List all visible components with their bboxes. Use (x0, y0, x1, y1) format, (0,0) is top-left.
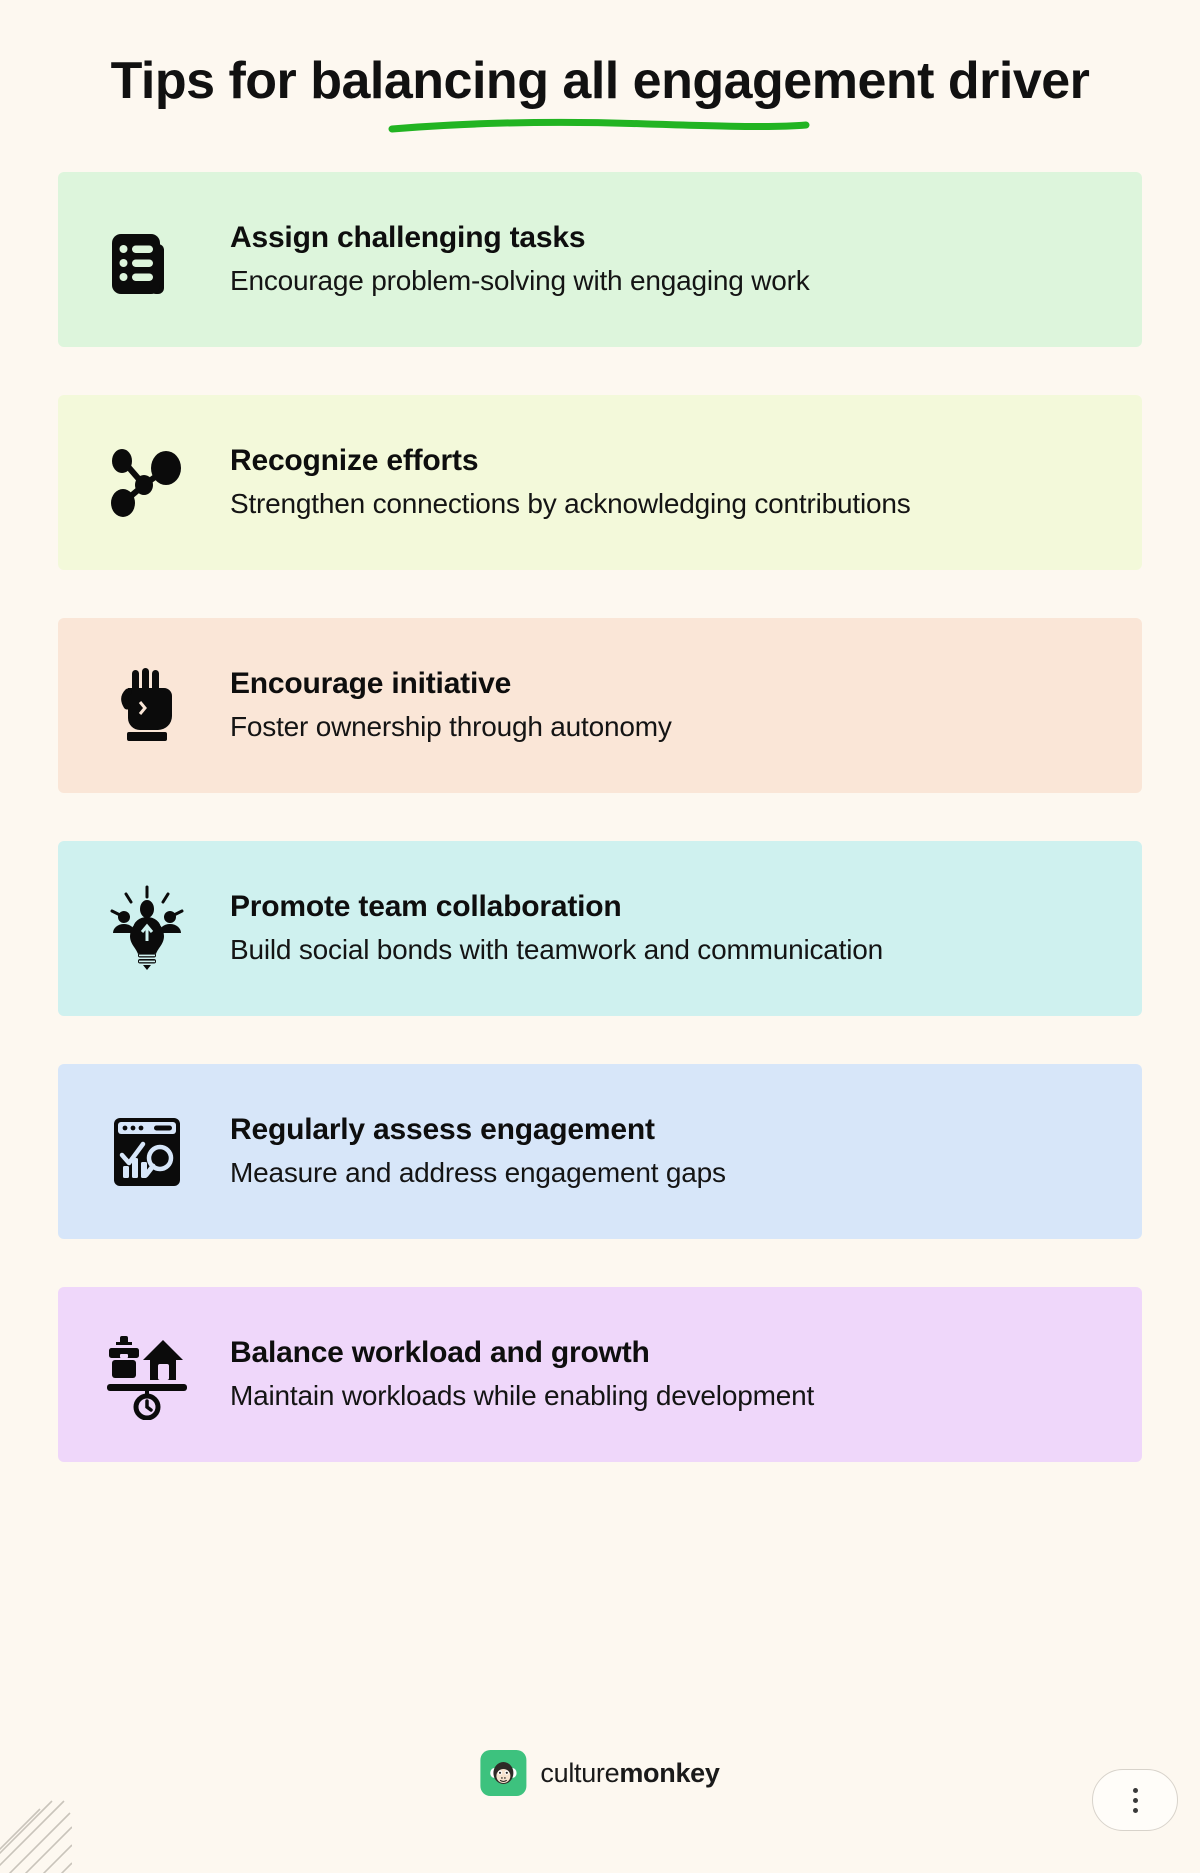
tip-card-subtitle: Foster ownership through autonomy (230, 710, 672, 742)
tip-card-subtitle: Maintain workloads while enabling develo… (230, 1379, 815, 1411)
kebab-dot (1132, 1787, 1138, 1793)
kebab-dot (1132, 1797, 1138, 1803)
tip-card-balance-workload-and-growth[interactable]: Balance workload and growth Maintain wor… (58, 1286, 1142, 1462)
header: Tips for balancing all engagement driver (0, 0, 1200, 134)
checklist-document-icon (92, 216, 202, 302)
tip-card-subtitle: Encourage problem-solving with engaging … (230, 264, 810, 296)
tip-card-regularly-assess-engagement[interactable]: Regularly assess engagement Measure and … (58, 1063, 1142, 1239)
tip-card-title: Promote team collaboration (230, 890, 622, 924)
brand-logo[interactable]: culturemonkey (480, 1750, 720, 1796)
tip-card-promote-team-collaboration[interactable]: Promote team collaboration Build social … (58, 840, 1142, 1016)
raised-fist-icon (92, 662, 202, 748)
tips-card-list: Assign challenging tasks Encourage probl… (0, 171, 1200, 1462)
network-nodes-icon (92, 439, 202, 525)
tip-card-text: Assign challenging tasks Encourage probl… (230, 219, 810, 299)
diagonal-hatch-decoration (0, 1753, 72, 1873)
monkey-logo-icon (480, 1750, 527, 1796)
tip-card-title: Recognize efforts (230, 444, 479, 478)
tip-card-assign-challenging-tasks[interactable]: Assign challenging tasks Encourage probl… (58, 171, 1142, 347)
tip-card-text: Regularly assess engagement Measure and … (230, 1111, 726, 1191)
brand-name: culturemonkey (540, 1757, 720, 1789)
kebab-menu-icon[interactable] (1092, 1769, 1178, 1831)
tip-card-title: Balance workload and growth (230, 1336, 650, 1370)
tip-card-encourage-initiative[interactable]: Encourage initiative Foster ownership th… (58, 617, 1142, 793)
tip-card-subtitle: Build social bonds with teamwork and com… (230, 933, 883, 965)
analytics-dashboard-search-icon (92, 1108, 202, 1194)
tip-card-text: Encourage initiative Foster ownership th… (230, 665, 672, 745)
tip-card-recognize-efforts[interactable]: Recognize efforts Strengthen connections… (58, 394, 1142, 570)
tip-card-title: Encourage initiative (230, 667, 512, 701)
brand-name-bold: monkey (619, 1757, 720, 1788)
title-underline-stroke (388, 118, 810, 133)
page-title: Tips for balancing all engagement driver (110, 52, 1090, 110)
tip-card-text: Promote team collaboration Build social … (230, 888, 883, 968)
lightbulb-team-idea-icon (92, 883, 202, 973)
tip-card-title: Regularly assess engagement (230, 1113, 655, 1147)
brand-name-light: culture (540, 1757, 620, 1788)
tip-card-title: Assign challenging tasks (230, 221, 586, 255)
tip-card-text: Balance workload and growth Maintain wor… (230, 1334, 814, 1414)
tip-card-subtitle: Strengthen connections by acknowledging … (230, 487, 911, 519)
tip-card-subtitle: Measure and address engagement gaps (230, 1156, 726, 1188)
footer: culturemonkey (0, 1698, 1200, 1873)
work-life-balance-scale-icon (92, 1328, 202, 1421)
tip-card-text: Recognize efforts Strengthen connections… (230, 442, 911, 522)
kebab-dot (1132, 1807, 1138, 1813)
